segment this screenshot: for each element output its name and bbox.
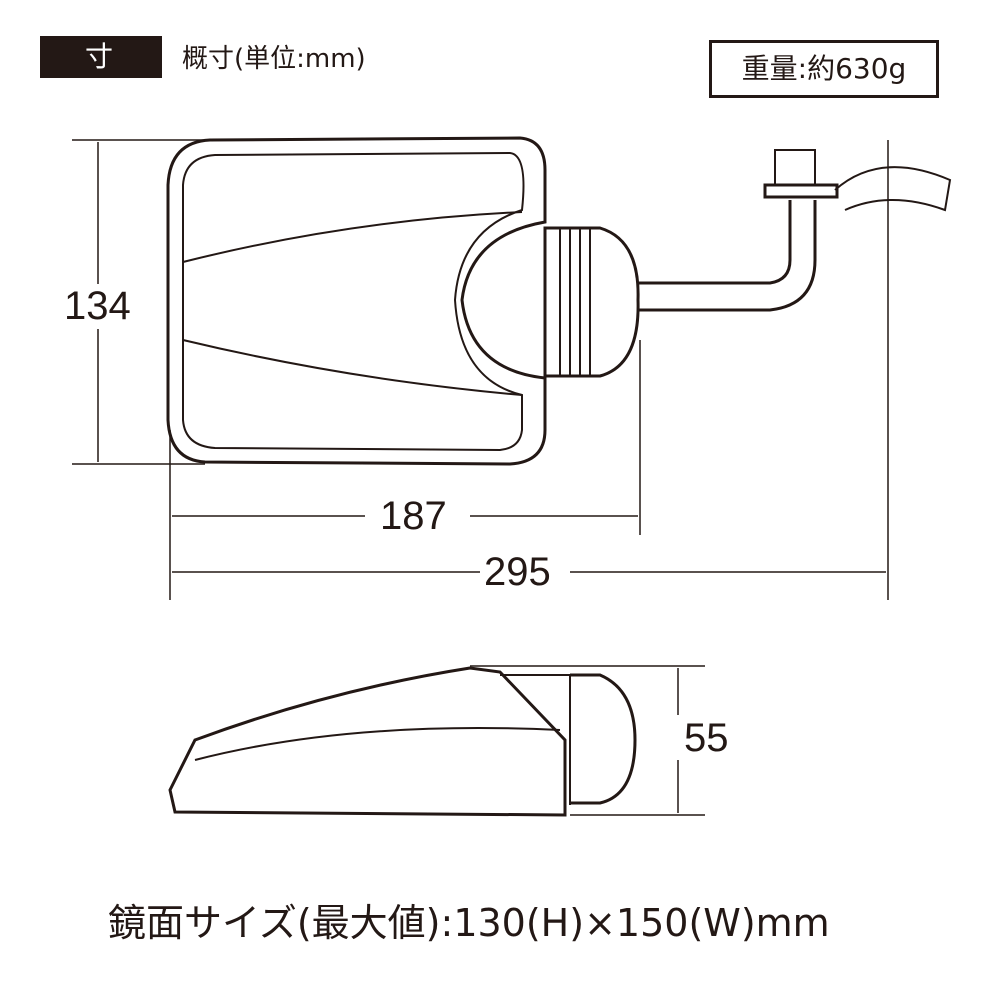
height-dimension: 134 xyxy=(60,284,135,329)
front-view xyxy=(166,136,952,466)
mirror-width-dimension: 187 xyxy=(376,494,451,539)
total-width-dimension: 295 xyxy=(480,550,555,595)
mirror-size-note: 鏡面サイズ(最大値):130(H)×150(W)mm xyxy=(108,901,830,945)
weight-box: 重量:約630g xyxy=(709,40,939,98)
unit-note: 概寸(単位:mm) xyxy=(182,44,366,74)
side-view xyxy=(168,666,637,817)
dimension-lines xyxy=(72,139,889,816)
depth-dimension: 55 xyxy=(680,716,733,761)
section-badge: 寸 法 xyxy=(40,36,162,115)
